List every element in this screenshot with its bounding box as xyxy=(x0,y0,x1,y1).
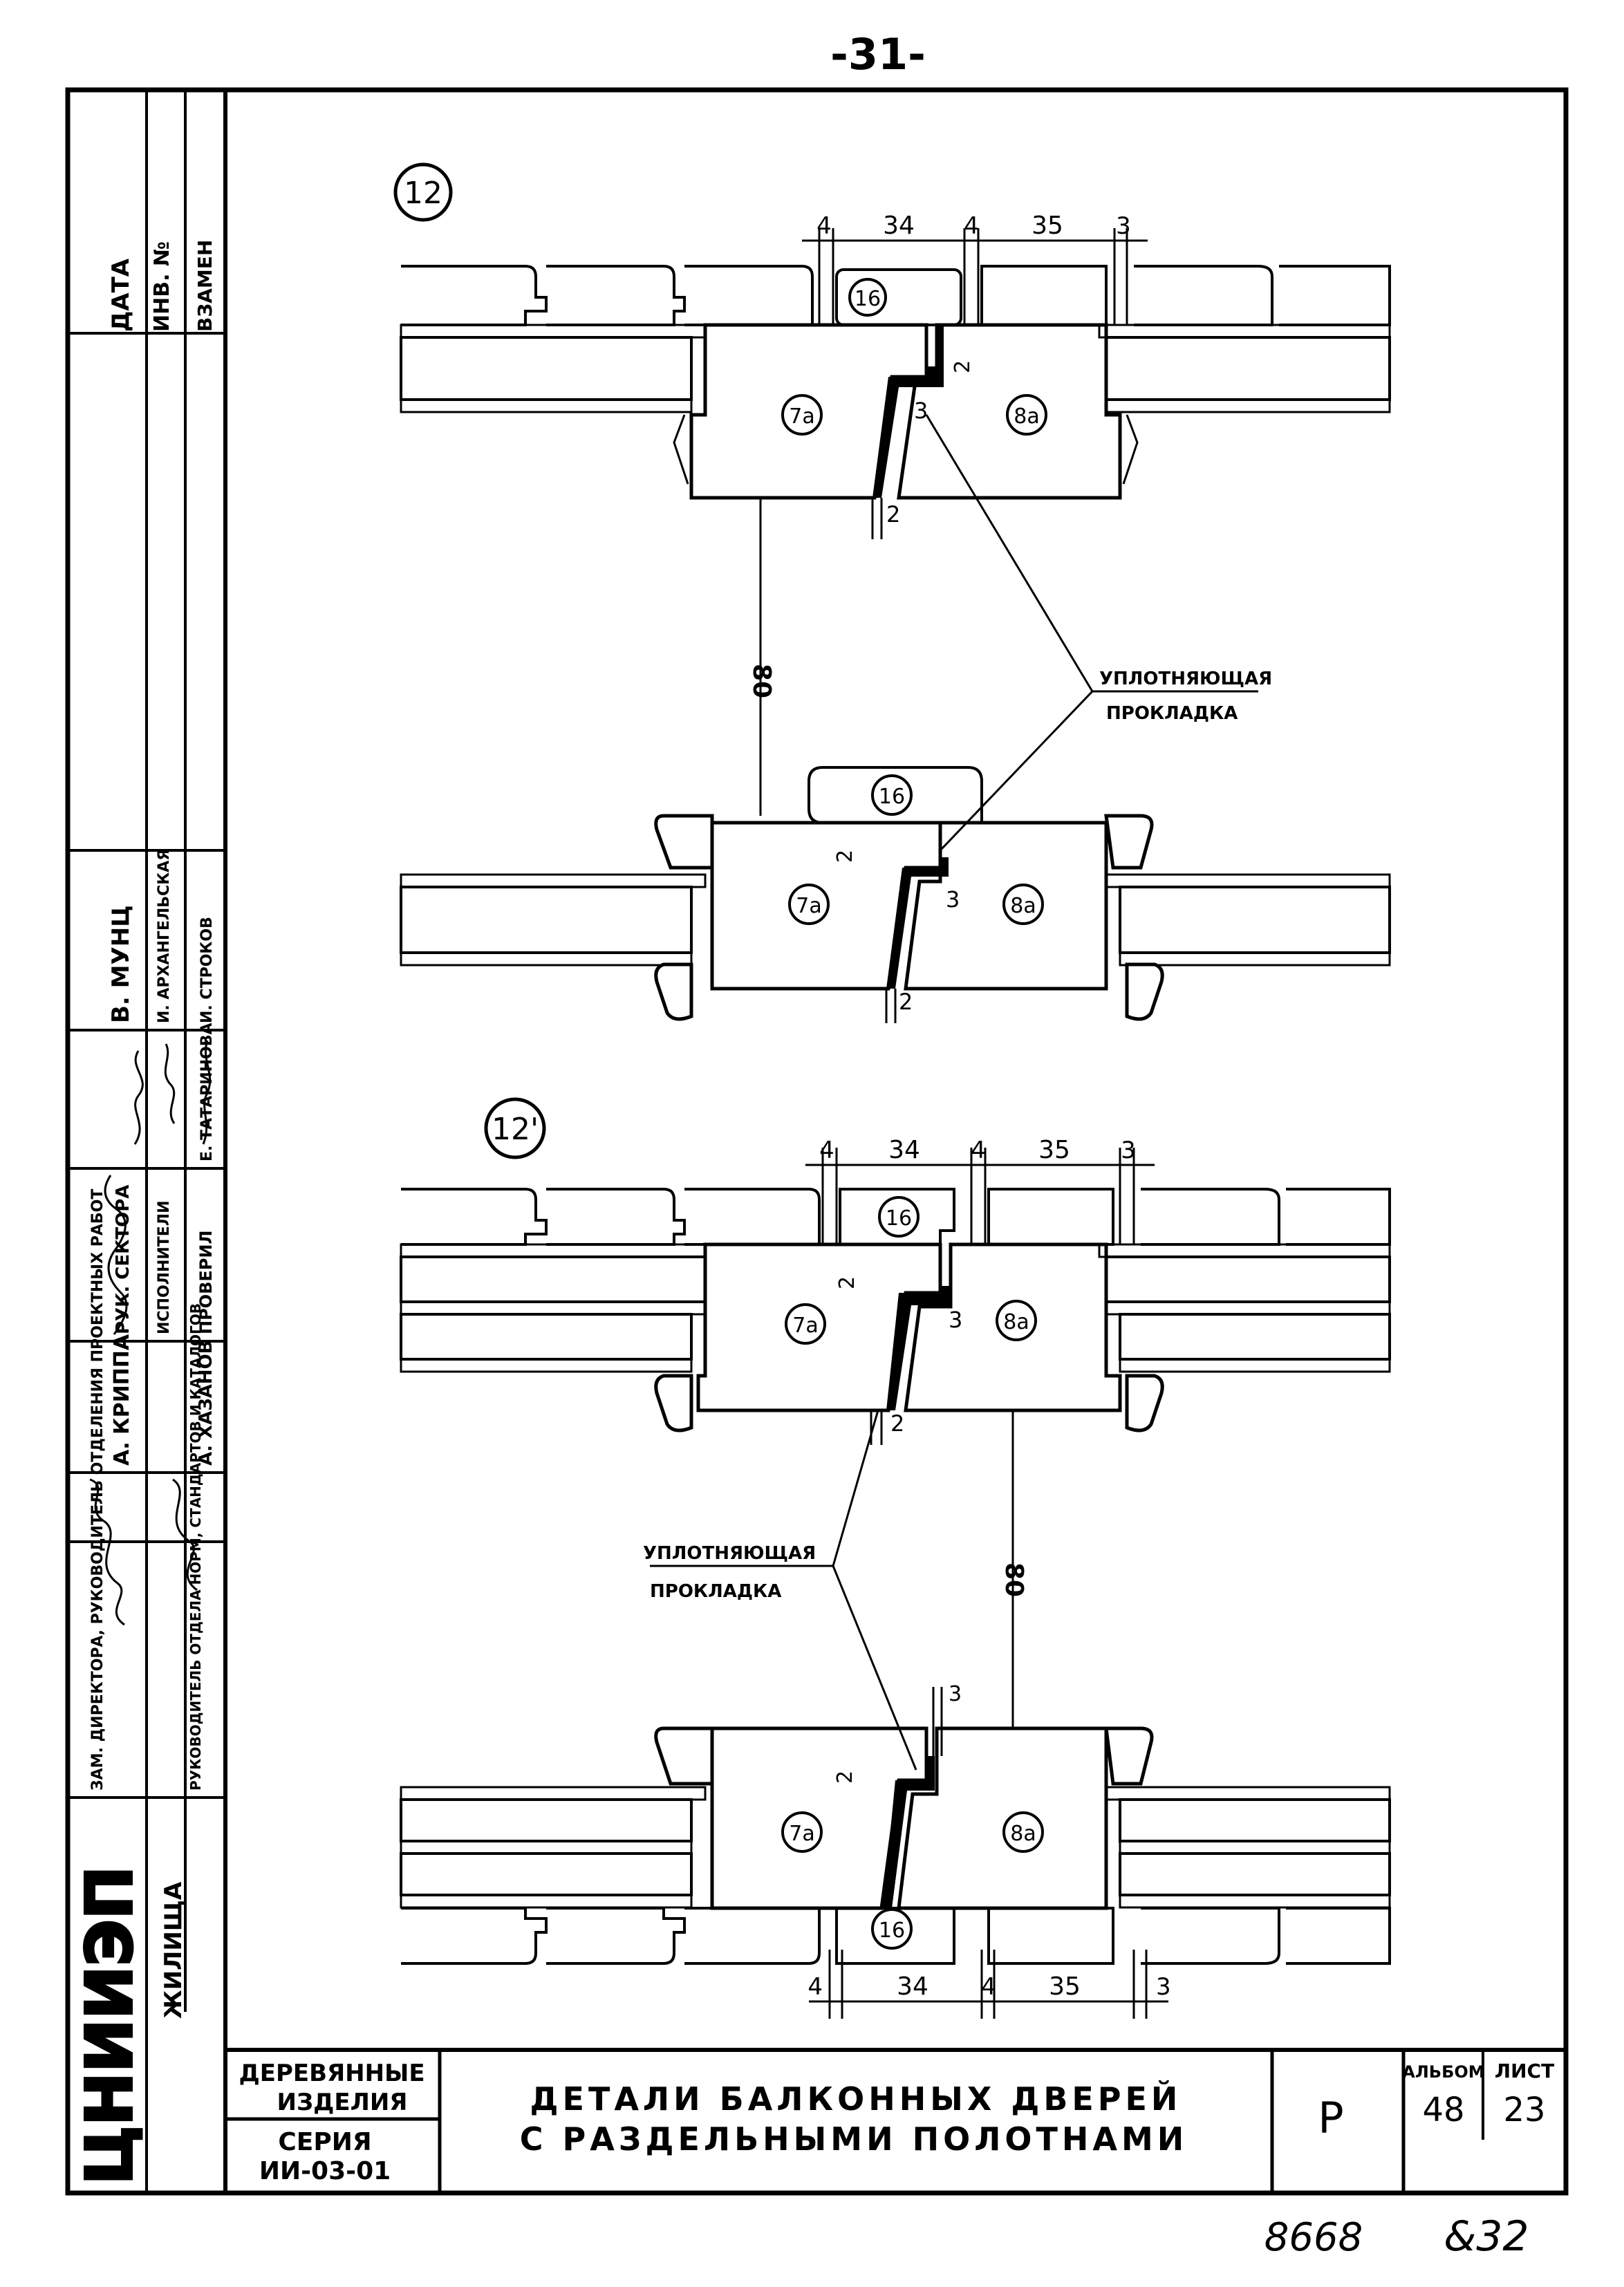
dim-12pb-b: 34 xyxy=(897,1972,928,2001)
dim-12p-b: 34 xyxy=(888,1136,920,1164)
dim-12-a: 4 xyxy=(816,212,832,240)
gap-12pl-top: 3 xyxy=(949,1682,962,1706)
spacing-12: 80 xyxy=(747,664,776,698)
role-exec-1: И. АРХАНГЕЛЬСКАЯ xyxy=(156,849,173,1023)
gap-12l-a: 2 xyxy=(833,850,857,863)
page-number: -31- xyxy=(830,29,926,80)
part-7a-b: 7а xyxy=(796,894,821,918)
part-16-c: 16 xyxy=(886,1206,912,1231)
category-line2: ИЗДЕЛИЯ xyxy=(277,2089,408,2116)
replace-label: ВЗАМЕН xyxy=(194,240,216,332)
seal-callout-top-1: УПЛОТНЯЮЩАЯ xyxy=(1099,669,1272,689)
role-khazanov: А. ХАЗАНОВ xyxy=(196,1341,216,1466)
dim-12p-d: 35 xyxy=(1038,1136,1070,1164)
part-16-b: 16 xyxy=(879,785,905,809)
dim-12pb-a: 4 xyxy=(808,1973,823,2001)
dim-12-d: 35 xyxy=(1032,212,1063,240)
series-label: СЕРИЯ xyxy=(278,2128,371,2156)
album-value: 48 xyxy=(1422,2091,1464,2129)
left-stamp-column: ДАТА ИНВ. № ВЗАМЕН В. МУНЦ И. АРХАНГЕЛЬС… xyxy=(71,240,216,2186)
detail-12-prime-lower: 3 7а 8а 2 16 xyxy=(400,1682,1391,2019)
org-short: ЦНИИЭП xyxy=(73,1866,147,2185)
seal-callout-bottom-2: ПРОКЛАДКА xyxy=(650,1581,781,1602)
stamp-code: &32 xyxy=(1444,2212,1529,2261)
sheet-label: ЛИСТ xyxy=(1495,2060,1554,2082)
spacing-12-prime: 80 xyxy=(1000,1562,1028,1597)
role-head-title: РУК. СЕКТОРА xyxy=(113,1185,133,1334)
dim-12p-c: 4 xyxy=(971,1137,986,1164)
dim-12pb-c: 4 xyxy=(981,1973,996,2001)
detail-label-12-prime: 12' xyxy=(492,1112,539,1147)
dim-12p-e: 3 xyxy=(1121,1137,1136,1164)
dim-12-b: 34 xyxy=(883,212,915,240)
detail-label-12: 12 xyxy=(404,176,442,211)
role-norms-title: РУКОВОДИТЕЛЬ ОТДЕЛА НОРМ, СТАНДАРТОВ И К… xyxy=(187,1303,204,1791)
dim-12pb-e: 3 xyxy=(1156,1973,1171,2001)
part-7a-c: 7а xyxy=(792,1314,818,1338)
sheet-title-line2: С РАЗДЕЛЬНЫМИ ПОЛОТНАМИ xyxy=(520,2120,1188,2158)
gap-12l-b: 3 xyxy=(946,886,960,913)
seal-callout-top-2: ПРОКЛАДКА xyxy=(1106,703,1238,724)
sheet-value: 23 xyxy=(1503,2091,1545,2129)
category-line1: ДЕРЕВЯННЫЕ xyxy=(239,2060,424,2087)
sheet-frame xyxy=(65,87,1569,2196)
gap-12-a: 2 xyxy=(951,360,975,373)
part-8a-a: 8а xyxy=(1014,404,1039,429)
detail-12-prime: 12' 4 34 4 35 3 16 xyxy=(400,1097,1391,1771)
series-value: ИИ-03-01 xyxy=(259,2157,391,2185)
detail-12: 12 4 34 4 35 3 16 xyxy=(393,162,1391,852)
stage: Р xyxy=(1318,2093,1343,2143)
dim-12-c: 4 xyxy=(964,212,979,240)
dim-12p-a: 4 xyxy=(819,1137,834,1164)
gap-12p-b: 3 xyxy=(949,1307,962,1333)
gap-12-b: 3 xyxy=(914,398,928,424)
role-checked-title: ПРОВЕРИЛ xyxy=(196,1231,216,1334)
gap-12l-c: 2 xyxy=(899,989,913,1015)
seal-callout-bottom-1: УПЛОТНЯЮЩАЯ xyxy=(643,1543,816,1564)
dim-12-e: 3 xyxy=(1116,212,1131,240)
role-exec-title: ИСПОЛНИТЕЛИ xyxy=(156,1201,173,1335)
sheet-title-line1: ДЕТАЛИ БАЛКОННЫХ ДВЕРЕЙ xyxy=(530,2080,1182,2118)
signatures xyxy=(89,1040,212,1626)
detail-12-lower: 16 7а 8а 2 3 2 xyxy=(400,766,1391,1023)
part-8a-c: 8а xyxy=(1003,1310,1029,1334)
part-8a-b: 8а xyxy=(1010,894,1036,918)
album-label: АЛЬБОМ xyxy=(1402,2062,1484,2082)
part-16-d: 16 xyxy=(879,1919,905,1943)
part-7a-a: 7а xyxy=(789,404,814,429)
part-8a-d: 8а xyxy=(1010,1822,1036,1846)
role-krippa: А. КРИППА xyxy=(110,1334,134,1466)
gap-12pl-a: 2 xyxy=(833,1771,857,1784)
gap-12-c: 2 xyxy=(886,501,900,528)
title-block: ДЕРЕВЯННЫЕ ИЗДЕЛИЯ СЕРИЯ ИИ-03-01 ДЕТАЛИ… xyxy=(225,2048,1566,2193)
role-exec-2: И. СТРОКОВ xyxy=(198,917,216,1023)
part-16-a: 16 xyxy=(855,287,881,311)
inv-label: ИНВ. № xyxy=(150,241,174,332)
date-label: ДАТА xyxy=(107,258,135,332)
gap-12p-a: 2 xyxy=(835,1276,859,1289)
inventory-number: 8668 xyxy=(1264,2215,1363,2260)
gap-12p-c: 2 xyxy=(890,1410,904,1437)
dim-12pb-d: 35 xyxy=(1049,1972,1081,2001)
part-7a-d: 7а xyxy=(789,1822,814,1846)
org-rest: ЖИЛИЩА xyxy=(160,1881,187,2019)
role-head: В. МУНЦ xyxy=(107,905,135,1023)
